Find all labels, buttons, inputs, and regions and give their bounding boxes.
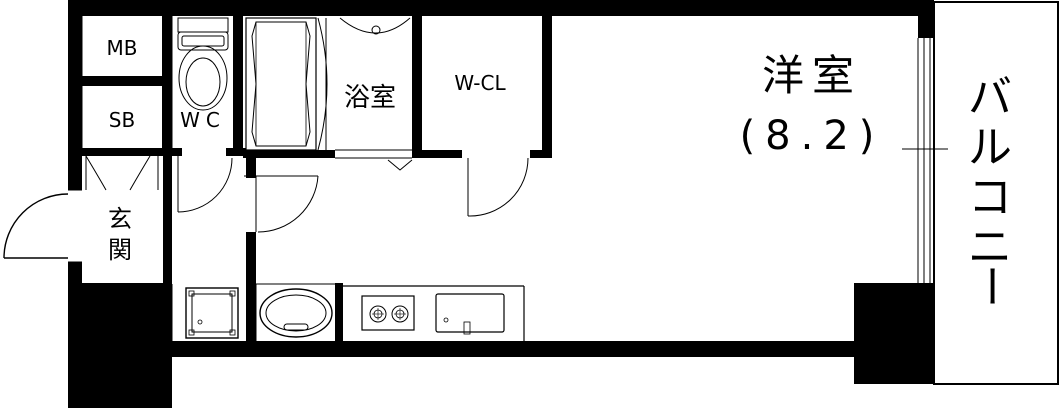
sb-label: SB <box>109 108 135 132</box>
balcony-char-1: バ <box>968 72 1012 123</box>
western-room-label: 洋室 <box>762 51 862 100</box>
toilet-icon <box>177 17 229 111</box>
balcony-char-2: ル <box>968 122 1012 173</box>
bathtub-icon <box>245 17 317 151</box>
mb-label: MB <box>107 36 138 60</box>
stove-icon <box>361 295 415 331</box>
sink-icon <box>259 288 333 338</box>
wc-label: WC <box>180 108 226 132</box>
balcony-char-4: ニ <box>968 222 1012 273</box>
balcony-char-3: コ <box>968 172 1012 223</box>
wcl-door <box>467 157 529 217</box>
balcony-char-5: ー <box>965 264 1016 308</box>
kitchen-sink-icon <box>435 293 505 335</box>
bath-label: 浴室 <box>344 83 396 113</box>
bath-door <box>244 175 319 233</box>
wc-door <box>177 156 233 213</box>
washbasin-icon <box>317 17 411 151</box>
entrance-label-2: 関 <box>108 236 132 264</box>
wcl-label: W-CL <box>454 71 506 95</box>
sb-doors <box>85 155 159 191</box>
balcony <box>902 1 1059 385</box>
outer-walls <box>68 0 934 408</box>
thin-lines <box>81 16 525 341</box>
western-room-size: (8.2) <box>740 113 885 159</box>
entrance-door <box>3 189 82 263</box>
interior-walls <box>82 16 552 342</box>
washing-machine-icon <box>185 287 239 339</box>
entrance-label-1: 玄 <box>108 205 132 233</box>
